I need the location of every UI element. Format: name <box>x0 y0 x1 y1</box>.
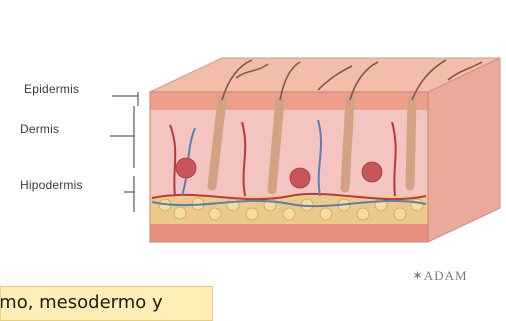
epidermis-layer <box>150 92 428 110</box>
dermis-label: Dermis <box>20 122 59 136</box>
adam-logo: ✶ADAM <box>412 268 468 284</box>
hipodermis-bracket <box>124 176 134 212</box>
epidermis-label: Epidermis <box>24 82 79 96</box>
dermis-layer <box>150 110 428 196</box>
caption-text: ermo, mesodermo y <box>0 292 163 313</box>
label-brackets <box>110 92 138 212</box>
muscle-layer <box>150 224 428 242</box>
caption-box: ermo, mesodermo y <box>0 286 213 321</box>
epidermis-bracket <box>112 92 138 106</box>
dermis-bracket <box>110 106 134 168</box>
hipodermis-label: Hipodermis <box>20 178 83 192</box>
